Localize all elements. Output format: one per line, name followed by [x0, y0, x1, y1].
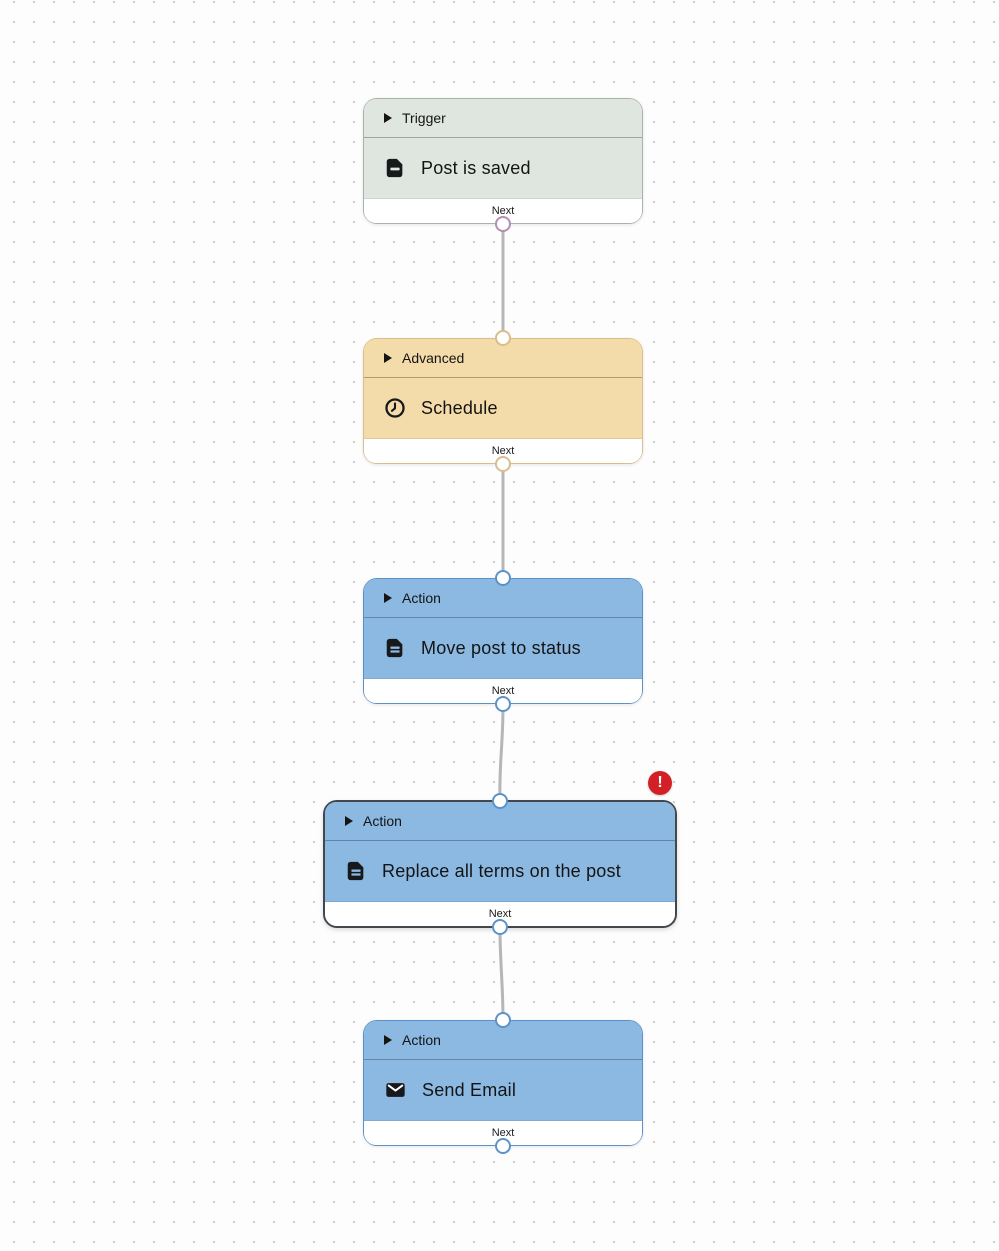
clock-icon	[384, 397, 406, 419]
node-category-label: Trigger	[402, 110, 446, 126]
input-port[interactable]	[495, 570, 511, 586]
node-footer: Next	[364, 1121, 642, 1145]
input-port[interactable]	[495, 1012, 511, 1028]
node-title: Post is saved	[421, 157, 531, 178]
output-port[interactable]	[495, 696, 511, 712]
input-port[interactable]	[492, 793, 508, 809]
next-label: Next	[491, 685, 515, 697]
node-body: Replace all terms on the post	[325, 841, 675, 902]
node-title: Send Email	[422, 1079, 517, 1100]
document-icon	[384, 157, 406, 179]
collapse-caret-icon[interactable]	[384, 1035, 392, 1045]
next-label: Next	[491, 1127, 515, 1139]
node-body: Move post to status	[364, 618, 642, 679]
edge-action2-to-action3	[498, 927, 505, 1022]
output-port[interactable]	[495, 1138, 511, 1154]
node-header[interactable]: Trigger	[364, 99, 642, 138]
workflow-node-schedule[interactable]: Advanced Schedule Next	[363, 330, 643, 472]
next-label: Next	[488, 908, 512, 920]
node-category-label: Action	[402, 1032, 441, 1048]
collapse-caret-icon[interactable]	[384, 113, 392, 123]
node-category-label: Action	[363, 813, 402, 829]
node-category-label: Advanced	[402, 350, 465, 366]
node-body: Send Email	[364, 1060, 642, 1121]
next-label: Next	[491, 205, 515, 217]
output-port[interactable]	[492, 919, 508, 935]
node-title: Replace all terms on the post	[382, 860, 621, 881]
workflow-node-send-email[interactable]: Action Send Email Next	[363, 1012, 643, 1154]
workflow-node-trigger[interactable]: Trigger Post is saved Next	[363, 98, 643, 232]
envelope-icon	[384, 1079, 407, 1101]
collapse-caret-icon[interactable]	[345, 816, 353, 826]
document-icon	[345, 860, 367, 882]
node-title: Schedule	[421, 397, 498, 418]
error-badge[interactable]: !	[648, 771, 672, 795]
output-port[interactable]	[495, 216, 511, 232]
output-port[interactable]	[495, 456, 511, 472]
node-body: Schedule	[364, 378, 642, 439]
node-category-label: Action	[402, 590, 441, 606]
input-port[interactable]	[495, 330, 511, 346]
collapse-caret-icon[interactable]	[384, 353, 392, 363]
edge-action1-to-action2	[498, 704, 505, 802]
workflow-node-move-post-to-status[interactable]: Action Move post to status Next	[363, 570, 643, 712]
next-label: Next	[491, 445, 515, 457]
node-body: Post is saved	[364, 138, 642, 199]
collapse-caret-icon[interactable]	[384, 593, 392, 603]
document-icon	[384, 637, 406, 659]
node-title: Move post to status	[421, 637, 581, 658]
workflow-node-replace-all-terms[interactable]: ! Action Replace all terms on the post N…	[323, 771, 677, 935]
